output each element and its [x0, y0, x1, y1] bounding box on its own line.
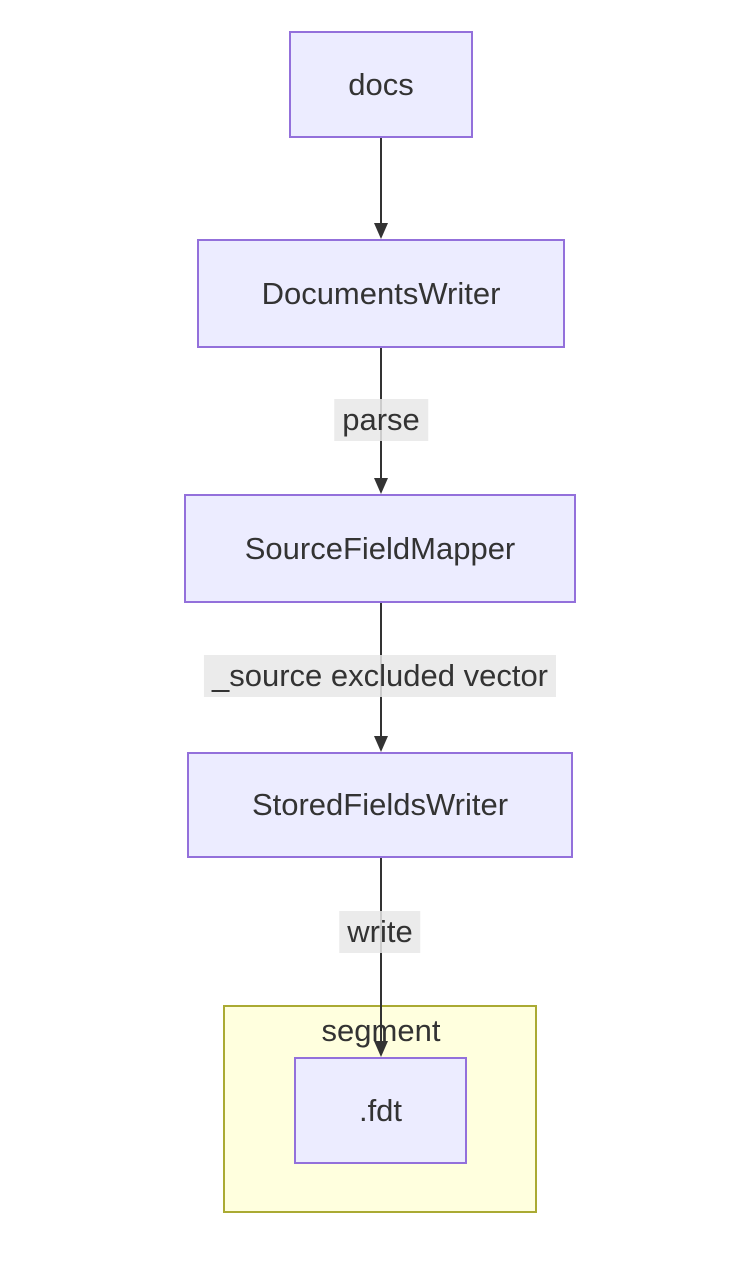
- arrowhead-icon: [374, 478, 388, 494]
- edge-label-parse: parse: [334, 399, 428, 441]
- node-docs: docs: [289, 31, 473, 138]
- edge-label-source-excluded-vector: _source excluded vector: [203, 655, 557, 697]
- arrowhead-icon: [374, 736, 388, 752]
- node-fdt: .fdt: [294, 1057, 467, 1164]
- arrowhead-icon: [374, 1041, 388, 1057]
- node-sourcefieldmapper: SourceFieldMapper: [184, 494, 576, 603]
- arrowhead-icon: [374, 223, 388, 239]
- edge-label-write: write: [339, 911, 421, 953]
- node-storedfieldswriter: StoredFieldsWriter: [187, 752, 573, 858]
- node-documentswriter: DocumentsWriter: [197, 239, 565, 348]
- edge-docs-to-documentswriter: [380, 138, 382, 224]
